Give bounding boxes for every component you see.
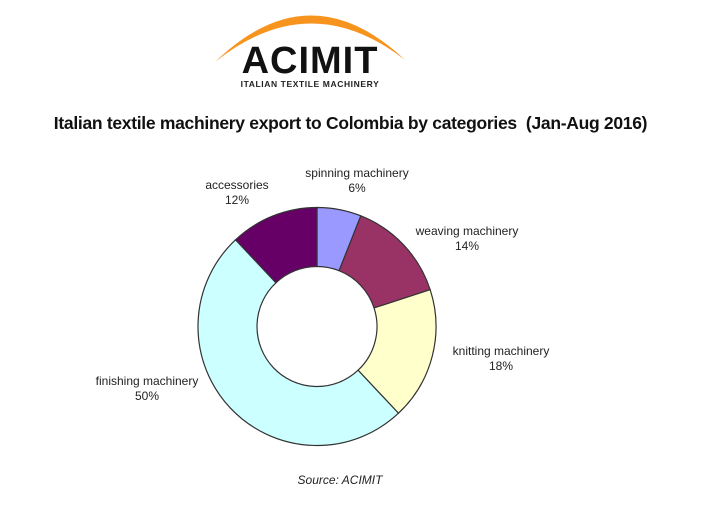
label-accessories: accessories 12% xyxy=(205,178,269,207)
logo-wordmark: ACIMIT xyxy=(241,40,379,82)
label-finishing-machinery: finishing machinery 50% xyxy=(95,374,199,403)
label-spinning-machinery: spinning machinery 6% xyxy=(305,166,409,195)
slice-finishing-machinery xyxy=(197,238,400,446)
chart-title: Italian textile machinery export to Colo… xyxy=(53,113,648,133)
label-knitting-machinery: knitting machinery 18% xyxy=(452,344,550,373)
label-weaving-machinery: weaving machinery 14% xyxy=(415,224,519,253)
logo-tagline: ITALIAN TEXTILE MACHINERY xyxy=(240,79,380,89)
source-note: Source: ACIMIT xyxy=(297,473,383,487)
logo-arc-icon xyxy=(215,15,405,62)
acimit-logo: ACIMIT ITALIAN TEXTILE MACHINERY xyxy=(200,0,420,100)
slice-accessories xyxy=(234,206,318,284)
